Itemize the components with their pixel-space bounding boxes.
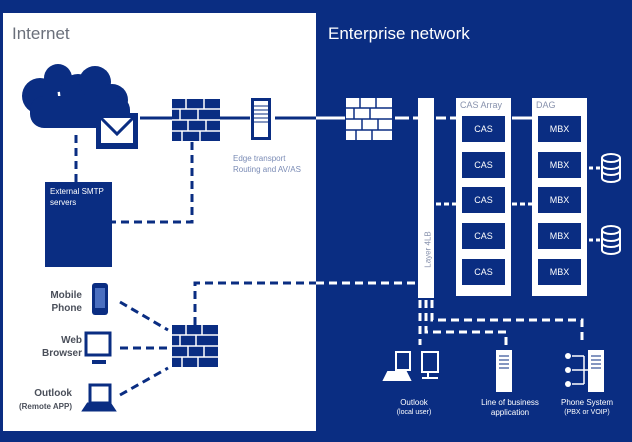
mbx-server: MBX (538, 223, 581, 249)
smtp-label: External SMTP servers (50, 186, 104, 208)
dag-group: DAG MBX MBX MBX MBX MBX (532, 98, 587, 296)
laptop-icon (81, 383, 117, 412)
internal-client-line1: Line of business (481, 398, 539, 407)
firewall-icon-clients (172, 325, 218, 367)
client-label-line2: Browser (41, 348, 82, 359)
mbx-server: MBX (538, 187, 581, 213)
link-layer4-lob (424, 300, 508, 345)
client-label-line2: Phone (51, 303, 82, 314)
cas-server: CAS (462, 187, 505, 213)
link-outlook-remote (119, 366, 169, 397)
server-icon-lob (496, 350, 512, 392)
cas-array-group: CAS Array CAS CAS CAS CAS CAS (456, 98, 511, 296)
smtp-servers-box (45, 182, 112, 267)
link-firewall-smtp (112, 142, 194, 224)
internal-client-label-phone: Phone System (PBX or VOIP) (552, 398, 622, 418)
client-label-browser: Web Browser (42, 334, 82, 360)
firewall-icon-enterprise (346, 98, 392, 140)
internet-zone-title: Internet (12, 24, 70, 43)
internal-client-line2: (PBX or VOIP) (564, 409, 610, 416)
client-label-line1: Outlook (34, 388, 72, 399)
phone-system-icon (565, 350, 604, 392)
client-label-line1: Web (61, 335, 82, 346)
mbx-server: MBX (538, 152, 581, 178)
internal-client-line1: Outlook (400, 398, 428, 407)
smtp-label-line1: External SMTP (50, 187, 104, 196)
edge-transport-label: Edge transport Routing and AV/AS (233, 153, 301, 175)
link-firewall2-enterprise (193, 281, 316, 325)
layer4-label: Layer 4LB (423, 231, 433, 268)
cas-server: CAS (462, 259, 505, 285)
link-layer4-phone (430, 300, 584, 340)
mbx-server: MBX (538, 116, 581, 142)
edge-transport-title: Edge transport (233, 154, 286, 163)
monitor-icon (84, 331, 112, 364)
dag-label: DAG (536, 100, 556, 110)
smtp-label-line2: servers (50, 198, 77, 207)
internal-client-line1: Phone System (560, 398, 614, 407)
enterprise-zone-title: Enterprise network (328, 24, 470, 43)
internal-client-label-lob: Line of business application (472, 398, 548, 418)
edge-transport-server-icon (251, 98, 271, 140)
mbx-server: MBX (538, 259, 581, 285)
database-icon-2 (601, 225, 621, 255)
client-label-line2: (Remote APP) (18, 402, 72, 411)
mobile-phone-icon (92, 283, 108, 315)
database-icon-1 (601, 153, 621, 183)
internal-client-line2: application (490, 408, 530, 417)
internal-client-line2: (local user) (396, 409, 432, 416)
cas-server: CAS (462, 223, 505, 249)
link-mobile (119, 300, 169, 332)
edge-transport-subtitle: Routing and AV/AS (233, 165, 301, 174)
mail-icon (96, 113, 138, 149)
cas-server: CAS (462, 152, 505, 178)
laptop-icon-local (382, 351, 439, 381)
cas-array-label: CAS Array (460, 100, 503, 110)
cas-server: CAS (462, 116, 505, 142)
internal-client-label-outlook: Outlook (local user) (384, 398, 444, 418)
layer4-load-balancer (418, 98, 434, 298)
client-label-outlook-remote: Outlook (Remote APP) (19, 387, 72, 413)
firewall-icon-internet (172, 99, 220, 141)
client-label-mobile: Mobile Phone (50, 289, 82, 315)
client-label-line1: Mobile (50, 290, 82, 301)
